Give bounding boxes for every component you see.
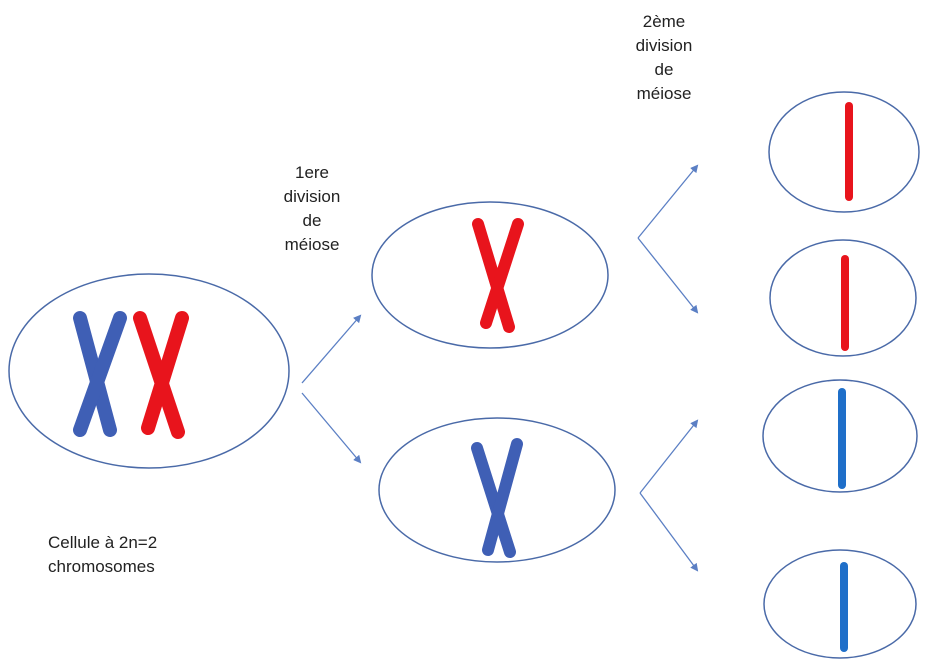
daughter-cell-blue-membrane	[378, 417, 616, 563]
arrow-second-division-2	[637, 237, 699, 314]
parent-blue-chromosome	[73, 311, 127, 437]
arrow-first-division-lower	[301, 392, 362, 464]
label-parent-cell: Cellule à 2n=2 chromosomes	[48, 533, 158, 576]
daughter-red-chromosome	[472, 218, 524, 333]
parent-cell	[8, 273, 290, 469]
parent-red-chromosome	[133, 311, 189, 439]
arrow-second-division-4	[639, 492, 699, 572]
daughter-cell-red	[371, 201, 609, 349]
parent-cell-membrane	[8, 273, 290, 469]
gamete-red-1-membrane	[768, 91, 920, 213]
label-second-division: 2ème division de méiose	[635, 12, 693, 103]
daughter-blue-chromosome	[471, 438, 523, 558]
arrow-second-division-3	[639, 419, 699, 494]
arrow-second-division-1	[637, 164, 699, 239]
gamete-blue-2	[763, 549, 917, 659]
gamete-blue-1	[762, 379, 918, 493]
gamete-red-2	[769, 239, 917, 357]
gamete-red-1	[768, 91, 920, 213]
arrow-first-division-upper	[301, 314, 362, 384]
label-first-division: 1ere division de méiose	[283, 163, 341, 254]
daughter-cell-blue	[378, 417, 616, 563]
